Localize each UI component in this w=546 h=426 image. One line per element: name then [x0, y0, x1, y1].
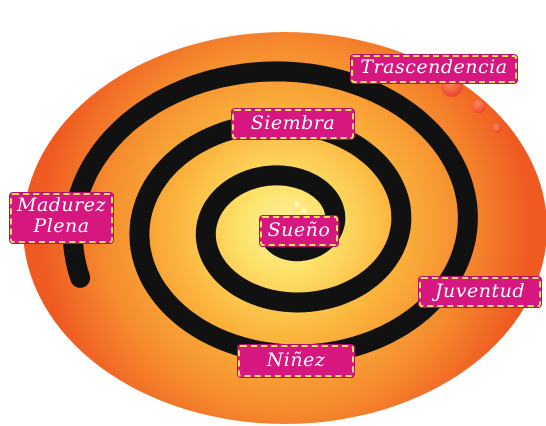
- label-ninez-text: Niñez: [240, 347, 352, 373]
- label-juventud: Juventud: [419, 277, 541, 307]
- label-madurez-text: Madurez: [12, 195, 111, 216]
- label-plena-text: Plena: [12, 216, 111, 237]
- label-trascendencia: Trascendencia: [351, 55, 517, 83]
- label-siembra: Siembra: [232, 109, 354, 139]
- bubble-medium: [472, 99, 486, 113]
- label-siembra-text: Siembra: [234, 111, 352, 135]
- label-sueno: Sueño: [260, 216, 338, 246]
- label-sueno-text: Sueño: [262, 218, 336, 242]
- center-dot-2: [302, 209, 307, 214]
- label-ninez: Niñez: [238, 345, 354, 377]
- center-dot-1: [295, 202, 300, 207]
- bubble-small: [492, 123, 502, 133]
- label-trascendencia-text: Trascendencia: [353, 57, 515, 78]
- label-madurez-plena: Madurez Plena: [10, 193, 113, 243]
- label-juventud-text: Juventud: [421, 279, 539, 303]
